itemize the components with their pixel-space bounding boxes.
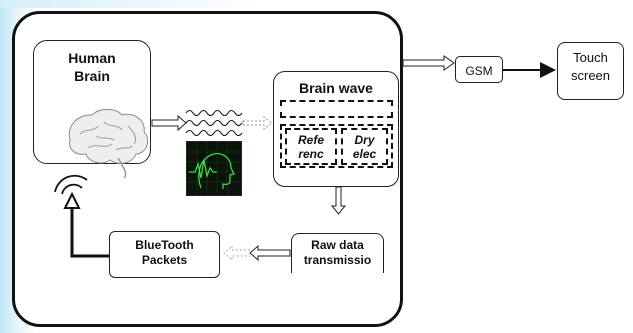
raw-data-box	[291, 233, 384, 273]
arrow-bluetooth-to-wireless	[70, 206, 109, 258]
arrow-rawdata-to-bluetooth	[249, 244, 291, 262]
arrow-brain-to-waves	[151, 114, 187, 132]
human-brain-label: Human Brain	[68, 50, 116, 84]
raw-data-label: Raw data transmissio	[303, 238, 372, 267]
brain-wave-dashed-strip	[280, 100, 393, 118]
eeg-head-icon	[186, 141, 242, 196]
arrow-rawdata-to-bluetooth-tail	[223, 244, 250, 262]
dry-electrode-box	[341, 128, 388, 165]
gsm-label: GSM	[465, 64, 493, 78]
reference-electrode-label: Refe renc	[297, 134, 324, 161]
touch-screen-label: Touch screen	[570, 50, 611, 83]
reference-electrode-box	[285, 128, 337, 165]
arrow-waves-to-brainwave	[242, 116, 273, 130]
wireless-arrowhead	[63, 191, 81, 209]
bluetooth-packets-label: BlueTooth Packets	[135, 238, 194, 267]
brain-illustration-icon	[68, 108, 149, 179]
background-top-band	[0, 0, 260, 8]
arrow-brainwave-to-rawdata	[330, 186, 347, 215]
brain-wave-signal	[185, 109, 243, 137]
bluetooth-packets-box	[109, 231, 220, 278]
brain-wave-label: Brain wave	[299, 80, 373, 96]
dry-electrode-label: Dry elec	[352, 134, 377, 161]
wireless-signal-icon	[54, 174, 88, 195]
arrow-frame-to-gsm	[402, 55, 455, 71]
gsm-box	[455, 56, 503, 83]
touch-screen-box	[557, 42, 624, 100]
